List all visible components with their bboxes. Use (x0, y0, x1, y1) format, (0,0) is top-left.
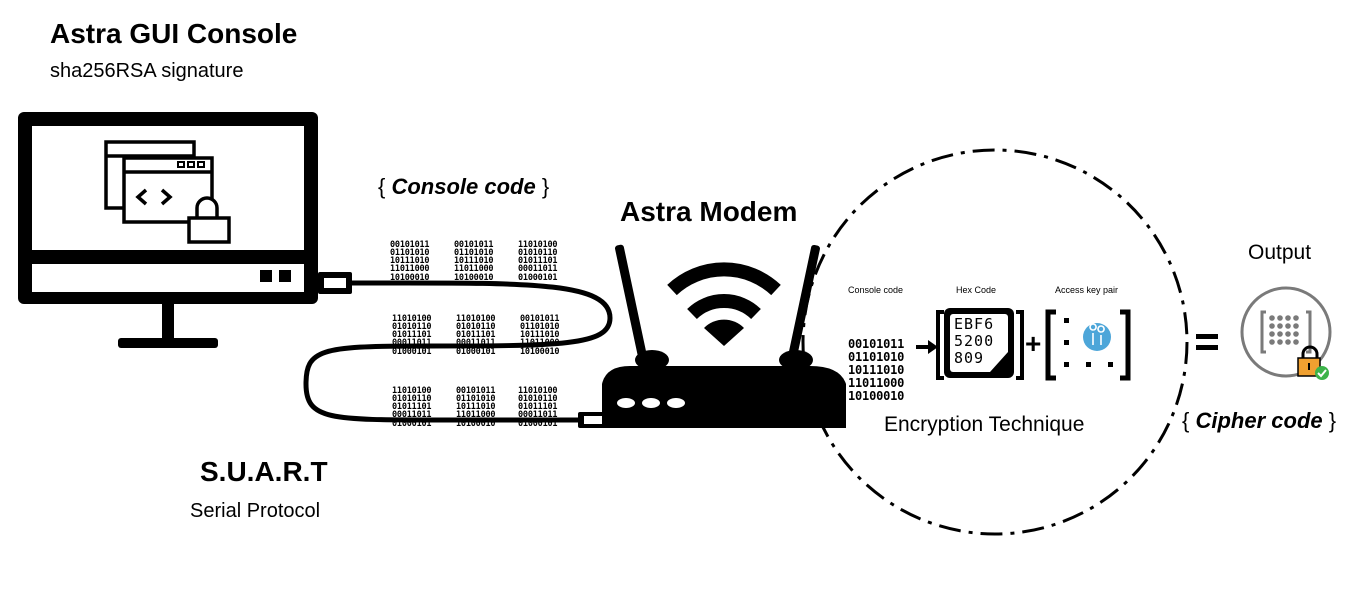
console-title: Astra GUI Console (50, 18, 298, 49)
console-subtitle: sha256RSA signature (50, 60, 244, 82)
cipher-code-label: { Cipher code } (1182, 408, 1336, 434)
hex-code-text: EBF6 5200 809 (954, 315, 995, 367)
equals-icon (1196, 334, 1218, 350)
enc-access-key-label: Access key pair (1055, 285, 1119, 295)
wifi-icon (667, 262, 781, 346)
cable-connector (578, 412, 606, 428)
hex-code-icon (936, 308, 1024, 380)
arrow-right-icon (916, 340, 938, 354)
brace-open: { (378, 174, 386, 199)
console-code-text: Console code (391, 174, 536, 199)
secure-code-window-icon (104, 140, 231, 244)
usb-plug-icon (306, 270, 352, 296)
router-icon (602, 244, 846, 428)
enc-hex-code-label: Hex Code (956, 285, 997, 295)
encryption-boundary (801, 148, 1189, 536)
brace-open: { (1182, 408, 1190, 433)
encryption-caption: Encryption Technique (884, 413, 1085, 436)
cipher-output-icon (1240, 286, 1332, 380)
serial-subtitle: Serial Protocol (190, 500, 321, 522)
monitor-icon (18, 112, 318, 348)
cipher-code-text: Cipher code (1195, 408, 1323, 433)
output-label: Output (1248, 241, 1312, 264)
serial-cable (303, 280, 613, 423)
enc-console-code-label: Console code (848, 285, 904, 295)
plus-sign: + (1025, 328, 1042, 359)
console-code-label: { Console code } (378, 174, 549, 200)
modem-title: Astra Modem (620, 196, 798, 227)
brace-close: } (1328, 408, 1337, 433)
access-key-pair-icon (1045, 309, 1131, 381)
brace-close: } (541, 174, 550, 199)
serial-title: S.U.A.R.T (200, 456, 328, 487)
